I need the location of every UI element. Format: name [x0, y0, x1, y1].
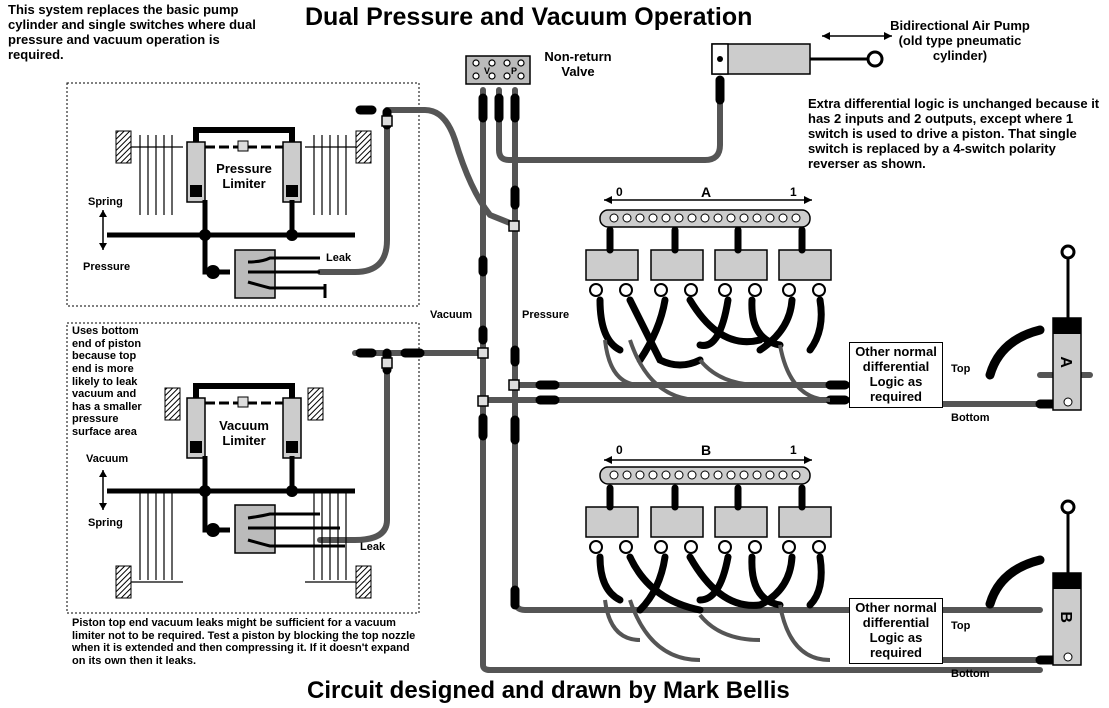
pump-label: Bidirectional Air Pump (old type pneumat… [890, 18, 1030, 63]
vacuum-line-label: Vacuum [430, 309, 473, 321]
pressure-line-label: Pressure [522, 309, 570, 321]
pressure-limiter [99, 127, 372, 299]
bank-a-top: Top [951, 363, 971, 375]
bank-a-end: 1 [790, 185, 797, 199]
bank-b-top: Top [951, 620, 971, 632]
switch-bank-a [585, 196, 832, 402]
logic-note: Extra differential logic is unchanged be… [808, 96, 1100, 171]
pressure-limiter-leak: Leak [326, 252, 352, 264]
piston-b-label: B [1056, 611, 1074, 623]
bank-a-start: 0 [616, 185, 623, 199]
junctions [381, 115, 520, 407]
leak-test-note: Piston top end vacuum leaks might be suf… [72, 617, 416, 667]
valve-mark-v: V [484, 66, 491, 76]
pressure-limiter-pressure: Pressure [83, 261, 131, 273]
bank-b-end: 1 [790, 443, 797, 457]
bank-b-name: B [701, 442, 712, 458]
bank-a-bottom: Bottom [951, 412, 990, 424]
pressure-limiter-enclosure [66, 82, 420, 307]
vacuum-limiter-leak: Leak [360, 541, 386, 553]
bank-b-bottom: Bottom [951, 668, 990, 680]
pressure-limiter-spring: Spring [88, 196, 123, 208]
valve-label: Non-return Valve [544, 49, 612, 79]
vacuum-limiter-enclosure [66, 322, 420, 614]
bank-a-name: A [701, 184, 712, 200]
credit-footer: Circuit designed and drawn by Mark Belli… [307, 677, 790, 704]
vacuum-limiter-vacuum: Vacuum [86, 453, 129, 465]
piston-a [1052, 244, 1082, 411]
page-title: Dual Pressure and Vacuum Operation [305, 3, 753, 31]
vacuum-limiter [99, 383, 372, 599]
vacuum-limiter-spring: Spring [88, 517, 123, 529]
pressure-limiter-label: Pressure Limiter [216, 161, 272, 191]
intro-note: This system replaces the basic pump cyli… [8, 2, 256, 62]
bank-a-logic-box: Other normal differential Logic as requi… [849, 342, 943, 408]
bank-b-start: 0 [616, 443, 623, 457]
valve-mark-p: P [511, 66, 518, 76]
vacuum-piston-note: Uses bottom end of piston because top en… [72, 325, 142, 439]
piston-a-label: A [1056, 356, 1074, 368]
piston-b [1052, 499, 1082, 666]
air-pump [711, 32, 892, 75]
switch-bank-b [585, 456, 832, 662]
bank-b-logic-box: Other normal differential Logic as requi… [849, 598, 943, 664]
non-return-valve [465, 55, 531, 85]
vacuum-limiter-label: Vacuum Limiter [219, 418, 269, 448]
